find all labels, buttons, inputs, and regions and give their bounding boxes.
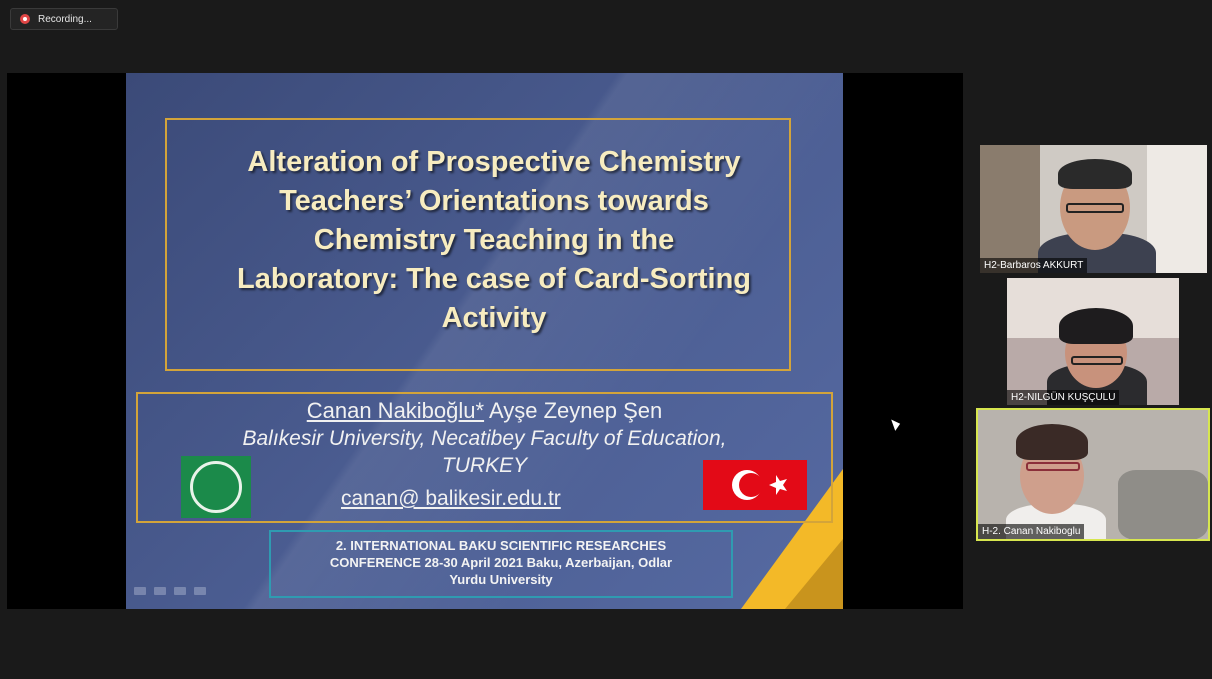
recording-label: Recording... <box>38 13 92 25</box>
conference-line: Yurdu University <box>449 572 553 587</box>
slide-background-decoration <box>126 73 843 609</box>
participant-hair <box>1016 424 1088 460</box>
video-background <box>980 145 1040 273</box>
slide-controls[interactable] <box>134 587 206 595</box>
title-line: Teachers’ Orientations towards <box>279 185 709 217</box>
screen-share-area: Alteration of Prospective Chemistry Teac… <box>7 73 963 609</box>
record-icon <box>20 14 30 24</box>
title-line: Alteration of Prospective Chemistry <box>247 146 741 178</box>
title-line: Laboratory: The case of Card-Sorting <box>236 263 751 295</box>
university-logo <box>181 456 251 518</box>
recording-indicator[interactable]: Recording... <box>10 8 118 30</box>
affiliation: Balıkesir University, Necatibey Faculty … <box>136 425 833 479</box>
participant-video[interactable]: H2-NILGÜN KUŞÇULU <box>1007 278 1179 405</box>
participant-name: H-2. Canan Nakiboglu <box>978 524 1085 539</box>
university-seal-icon <box>190 461 242 513</box>
author-frame <box>136 392 833 523</box>
participant-name: H2-Barbaros AKKURT <box>980 258 1088 273</box>
title-frame <box>165 118 791 371</box>
slide-title: Alteration of Prospective Chemistry Teac… <box>174 143 814 338</box>
participant-video[interactable]: H2-Barbaros AKKURT <box>980 145 1207 273</box>
glasses-icon <box>1066 203 1124 213</box>
author-main: Canan Nakiboğlu* <box>306 398 485 423</box>
glasses-icon <box>1026 462 1080 471</box>
more-icon[interactable] <box>194 587 206 595</box>
pen-icon[interactable] <box>154 587 166 595</box>
slide-gold-triangle-dark <box>785 539 843 609</box>
author-second: Ayşe Zeynep Şen <box>488 398 663 423</box>
authors: Canan Nakiboğlu* Ayşe Zeynep Şen <box>136 398 833 424</box>
video-background <box>1118 470 1208 539</box>
participant-hair <box>1058 159 1132 189</box>
participant-hair <box>1059 308 1133 344</box>
conference-frame <box>269 530 733 598</box>
slide-overview-icon[interactable] <box>174 587 186 595</box>
conference-line: CONFERENCE 28-30 April 2021 Baku, Azerba… <box>329 555 673 570</box>
conference-line: 2. INTERNATIONAL BAKU SCIENTIFIC RESEARC… <box>335 538 667 553</box>
title-line: Chemistry Teaching in the <box>313 224 675 256</box>
turkey-flag-icon <box>703 460 807 510</box>
conference-info: 2. INTERNATIONAL BAKU SCIENTIFIC RESEARC… <box>269 537 733 588</box>
author-email: canan@ balikesir.edu.tr <box>341 487 561 510</box>
prev-slide-icon[interactable] <box>134 587 146 595</box>
presentation-slide: Alteration of Prospective Chemistry Teac… <box>126 73 843 609</box>
participant-video-active[interactable]: H-2. Canan Nakiboglu <box>976 408 1210 541</box>
participant-name: H2-NILGÜN KUŞÇULU <box>1007 390 1120 405</box>
title-line: Activity <box>441 302 547 334</box>
glasses-icon <box>1071 356 1123 365</box>
video-background <box>1147 145 1207 273</box>
affiliation-line: TURKEY <box>441 454 528 477</box>
affiliation-line: Balıkesir University, Necatibey Faculty … <box>242 427 727 450</box>
